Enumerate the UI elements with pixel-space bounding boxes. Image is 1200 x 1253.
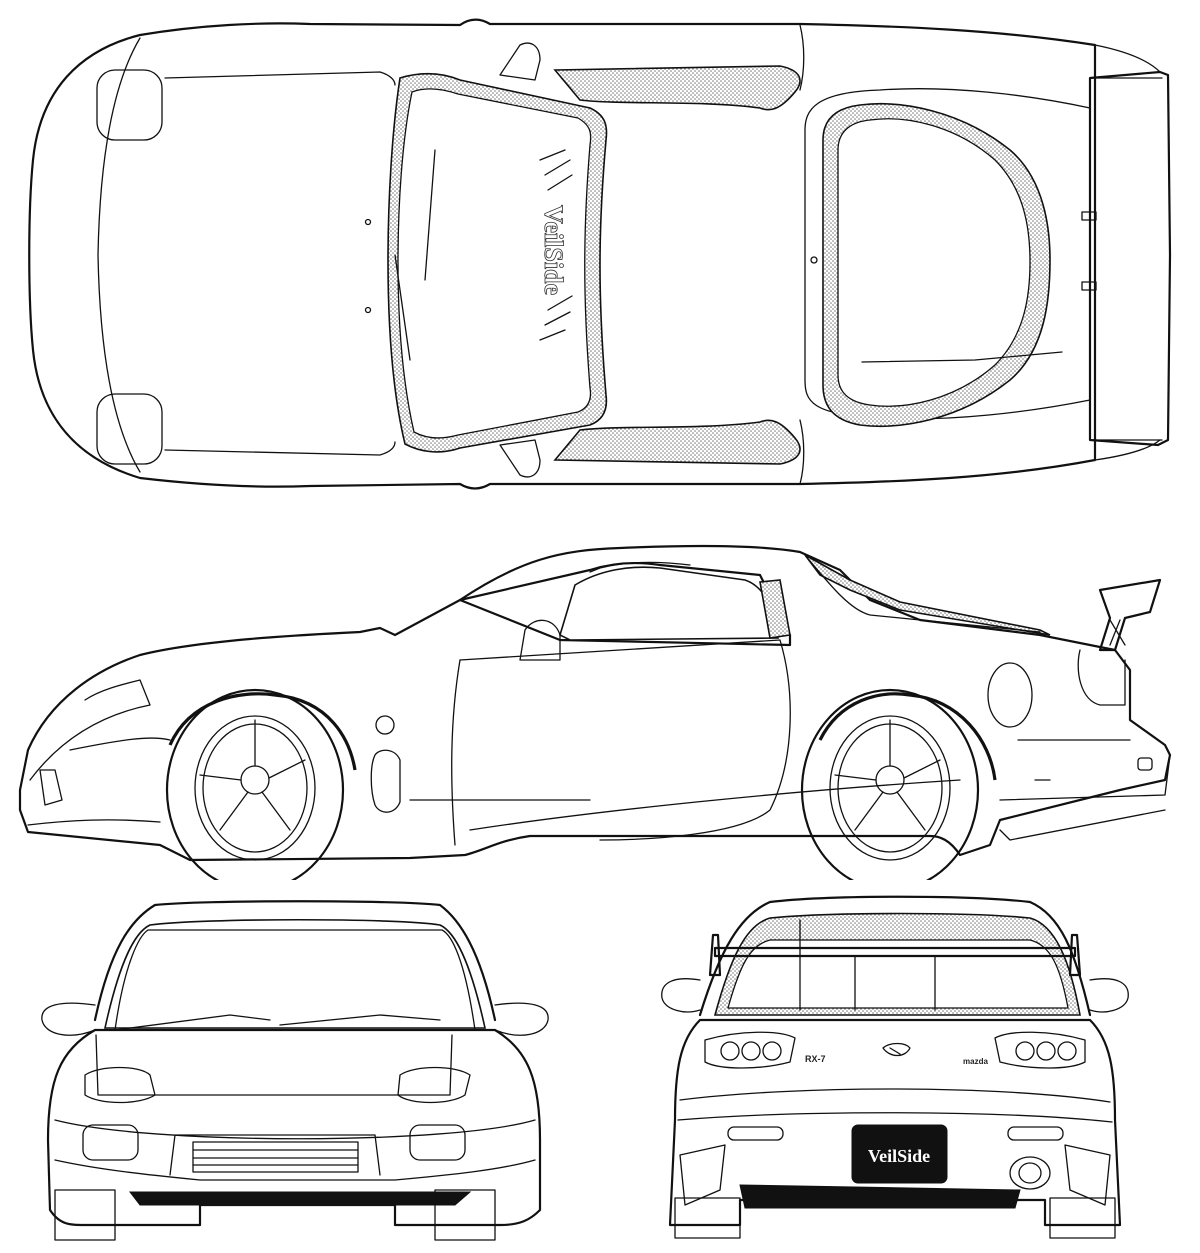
rear-taillight-right [994,1031,1086,1069]
front-tire-left [54,1189,116,1241]
side-body-outline [18,545,1172,862]
mazda-badge: mazda [963,1057,988,1066]
side-door-window [559,566,779,641]
fuel-cap [987,662,1033,728]
side-view [0,540,1200,880]
top-body-outline [28,18,1097,490]
front-mirror-right [494,1002,549,1036]
front-headlight-left [84,1066,156,1104]
side-front-wheel [165,688,345,880]
windshield-banner-text: VeilSide [539,205,568,295]
side-rear-wheel [800,688,980,880]
rear-exhaust [1009,1156,1051,1190]
rear-mudflap-left [679,1144,726,1206]
side-rear-spoiler [1098,578,1162,652]
top-mirror-left [499,42,541,81]
front-headlight-right [397,1066,471,1104]
front-tire-right [434,1189,496,1241]
license-plate [851,1124,948,1184]
side-rear-quarter-window [804,554,1051,636]
top-rear-spoiler [1088,70,1172,447]
top-side-window-right [553,419,801,465]
rx7-badge: RX-7 [805,1054,826,1064]
top-side-window-left [553,65,801,111]
rear-mudflap-right [1064,1144,1111,1206]
top-wiper-right [394,254,411,361]
front-intercooler-grille [169,1134,381,1176]
rear-taillight-left [704,1031,796,1069]
rear-mirror-left [661,978,701,1013]
front-mirror-left [41,1002,96,1036]
rear-spoiler [708,919,1082,1011]
license-plate-text: VeilSide [868,1146,930,1166]
side-front-foglight [39,769,63,806]
rear-tire-left [674,1197,741,1239]
front-windshield [104,918,486,1029]
mazda-logo-icon [882,1042,911,1057]
rear-mirror-right [1089,978,1129,1013]
top-headlight-left [96,69,163,141]
front-view [0,880,600,1253]
rear-body-outline [668,1018,1122,1227]
top-view: VeilSide [0,0,1200,520]
rear-tire-right [1049,1197,1116,1239]
front-foglight-left [82,1124,139,1161]
rear-view: RX-7 mazda VeilSide [600,880,1200,1253]
top-wiper-left [424,149,436,281]
top-mirror-right [499,439,541,478]
front-foglight-right [409,1124,466,1161]
top-headlight-right [96,393,163,465]
side-mirror [519,619,561,661]
side-intake [370,749,401,813]
top-rear-wiper [861,351,1063,363]
